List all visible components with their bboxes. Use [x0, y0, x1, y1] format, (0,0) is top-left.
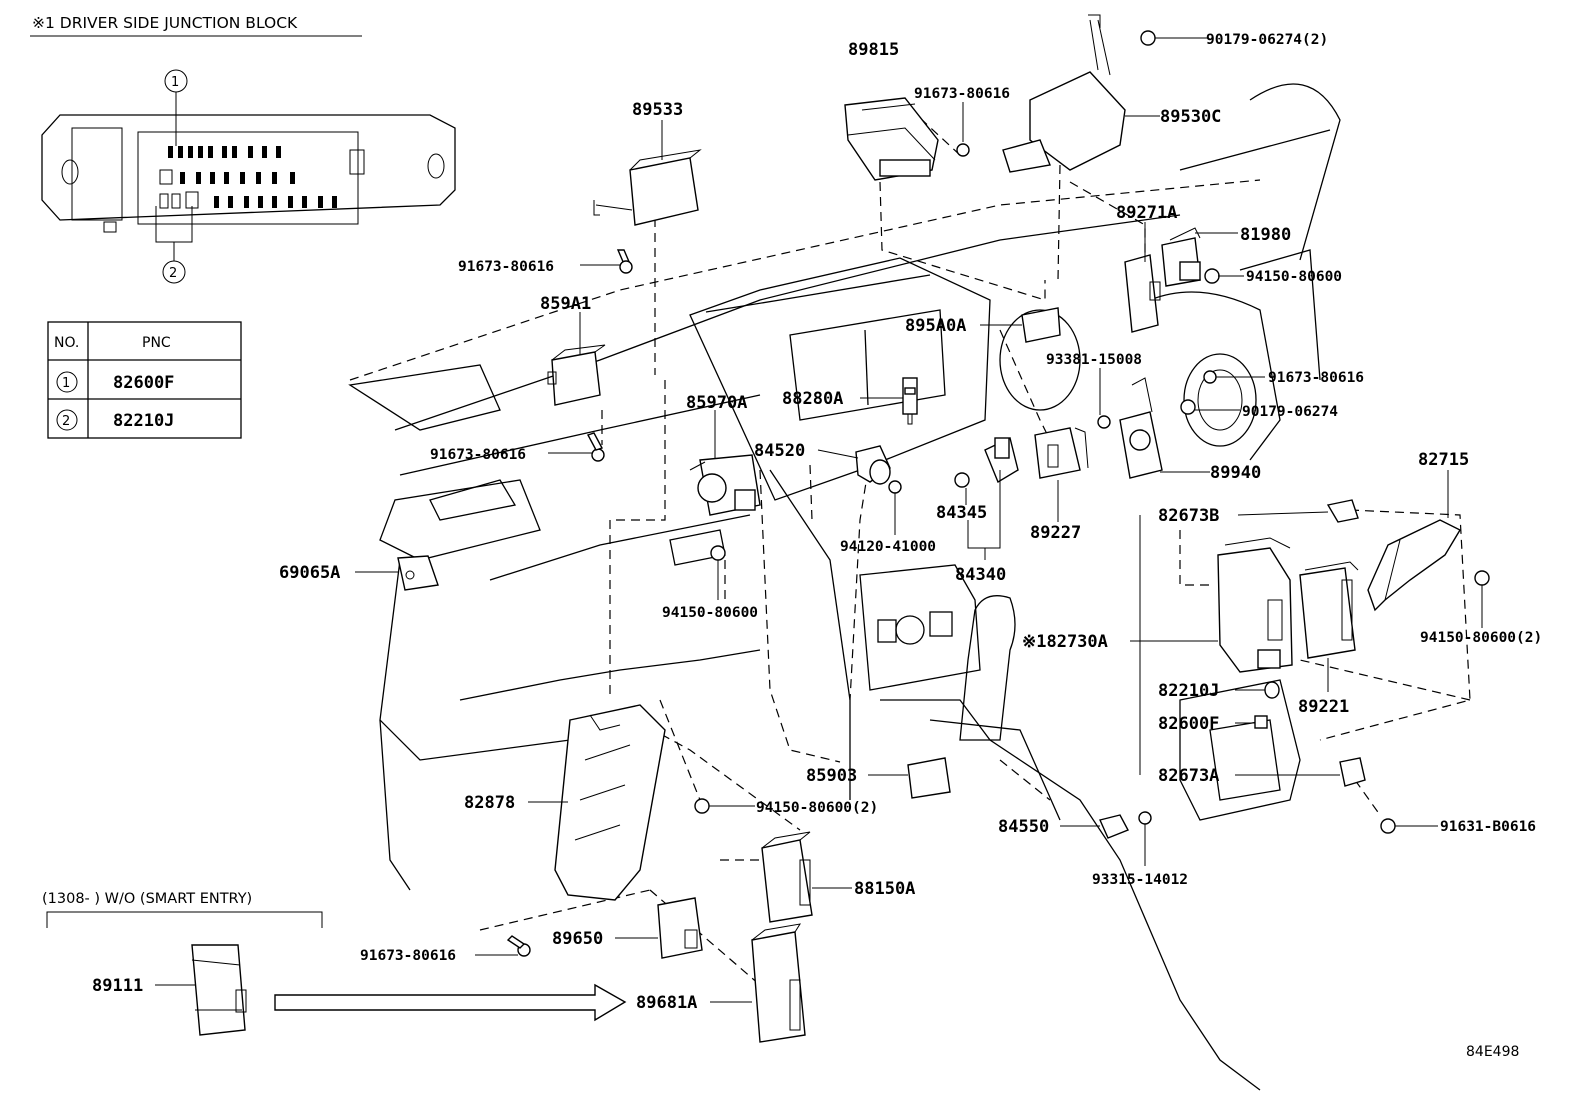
part-label: 91673-80616	[1268, 370, 1364, 386]
part-82878-shape	[554, 704, 666, 901]
pnc-row-no: 1	[62, 376, 70, 391]
pnc-table-col-pnc: PNC	[142, 335, 171, 351]
part-label: 84550	[998, 817, 1049, 837]
part-89111-shape	[191, 944, 247, 1036]
part-label: 89681A	[636, 993, 697, 1013]
part-label: 91673-80616	[430, 447, 526, 463]
part-label: 85903	[806, 766, 857, 786]
assembly-lines	[479, 117, 1471, 986]
part-859a1-shape	[547, 344, 606, 406]
pnc-row-no: 2	[62, 414, 70, 429]
part-label: 81980	[1240, 225, 1291, 245]
part-label: 89221	[1298, 697, 1349, 717]
part-label: 89227	[1030, 523, 1081, 543]
part-label: 84340	[955, 565, 1006, 585]
part-89681a-shape	[751, 923, 806, 1043]
part-89533-shape	[593, 149, 702, 226]
part-shapes	[46, 14, 1490, 1043]
part-89271a-shape	[1124, 254, 1161, 333]
part-label: 82673B	[1158, 506, 1219, 526]
part-label: 90179-06274(2)	[1206, 32, 1328, 48]
part-label: 93315-14012	[1092, 872, 1188, 888]
part-label: ※182730A	[1022, 632, 1108, 652]
part-label: 895A0A	[905, 316, 966, 336]
part-88280a-shape	[902, 377, 918, 425]
part-label: 94150-80600	[662, 605, 758, 621]
part-label: 82210J	[1158, 681, 1219, 701]
part-label: 94150-80600(2)	[1420, 630, 1542, 646]
part-label: 82878	[464, 793, 515, 813]
leader-lines	[155, 37, 1483, 1003]
part-label: 91673-80616	[914, 86, 1010, 102]
part-label: 90179-06274	[1242, 404, 1338, 420]
part-label: 89650	[552, 929, 603, 949]
part-895a0a-shape	[1021, 307, 1061, 343]
part-82673a-shape	[1339, 757, 1366, 787]
part-89530c-shape	[1002, 14, 1126, 173]
dashboard-outline	[348, 83, 1341, 1091]
part-85970a-shape	[689, 454, 761, 516]
callout-1: 1	[171, 75, 179, 90]
part-label: 69065A	[279, 563, 340, 583]
smart-entry-note: (1308- ) W/O (SMART ENTRY)	[42, 891, 252, 907]
part-85903-shape	[907, 757, 951, 799]
smart-entry-bracket	[46, 911, 323, 928]
part-label: 89111	[92, 976, 143, 996]
part-label: 89530C	[1160, 107, 1221, 127]
part-label: 859A1	[540, 294, 591, 314]
part-label: 94150-80600(2)	[756, 800, 878, 816]
part-84345-shape	[954, 436, 1019, 488]
part-label: 91673-80616	[458, 259, 554, 275]
part-label: 89533	[632, 100, 683, 120]
part-82600f-shape	[1254, 715, 1268, 729]
part-label: 93381-15008	[1046, 352, 1142, 368]
part-label: 82715	[1418, 450, 1469, 470]
junction-block-title: ※1 DRIVER SIDE JUNCTION BLOCK	[32, 14, 298, 32]
part-89940-shape	[1119, 377, 1163, 479]
part-label: 89271A	[1116, 203, 1177, 223]
part-82210j-shape	[1264, 681, 1280, 699]
part-label: 82600F	[1158, 714, 1219, 734]
part-69065a-shape	[397, 555, 439, 591]
part-label: 89940	[1210, 463, 1261, 483]
part-label: 91673-80616	[360, 948, 456, 964]
replacement-arrow	[274, 983, 627, 1022]
part-label: 82673A	[1158, 766, 1219, 786]
part-88150a-shape	[761, 831, 813, 923]
part-84550-shape	[1099, 811, 1152, 839]
part-89650-shape	[657, 897, 703, 959]
diagram-code: 84E498	[1466, 1044, 1519, 1060]
part-label: 85970A	[686, 393, 747, 413]
part-182730a-shape	[1217, 537, 1293, 673]
part-label: 89815	[848, 40, 899, 60]
part-89221-shape	[1299, 561, 1359, 659]
bolt-icon	[506, 30, 1490, 957]
part-84520-shape	[855, 445, 891, 485]
part-89227-shape	[1034, 427, 1089, 479]
part-label: 94120-41000	[840, 539, 936, 555]
part-label: 84345	[936, 503, 987, 523]
part-82715-shape	[1367, 519, 1461, 612]
pnc-row-value: 82600F	[113, 373, 174, 393]
part-label: 84520	[754, 441, 805, 461]
part-labels: 90179-06274(2) 89815 91673-80616 89530C …	[92, 32, 1542, 1013]
part-label: 91631-B0616	[1440, 819, 1536, 835]
pnc-row-value: 82210J	[113, 411, 174, 431]
part-label: 94150-80600	[1246, 269, 1342, 285]
part-81980-shape	[1161, 227, 1201, 287]
part-label: 88150A	[854, 879, 915, 899]
pnc-table-col-no: NO.	[54, 335, 79, 351]
callout-2: 2	[169, 266, 177, 281]
part-82673b-shape	[1326, 499, 1359, 523]
part-89815-shape	[844, 97, 939, 181]
pnc-table: NO. PNC 1 82600F 2 82210J	[47, 321, 242, 439]
part-label: 88280A	[782, 389, 843, 409]
junction-block-inset: ※1 DRIVER SIDE JUNCTION BLOCK 1 2	[30, 14, 456, 284]
